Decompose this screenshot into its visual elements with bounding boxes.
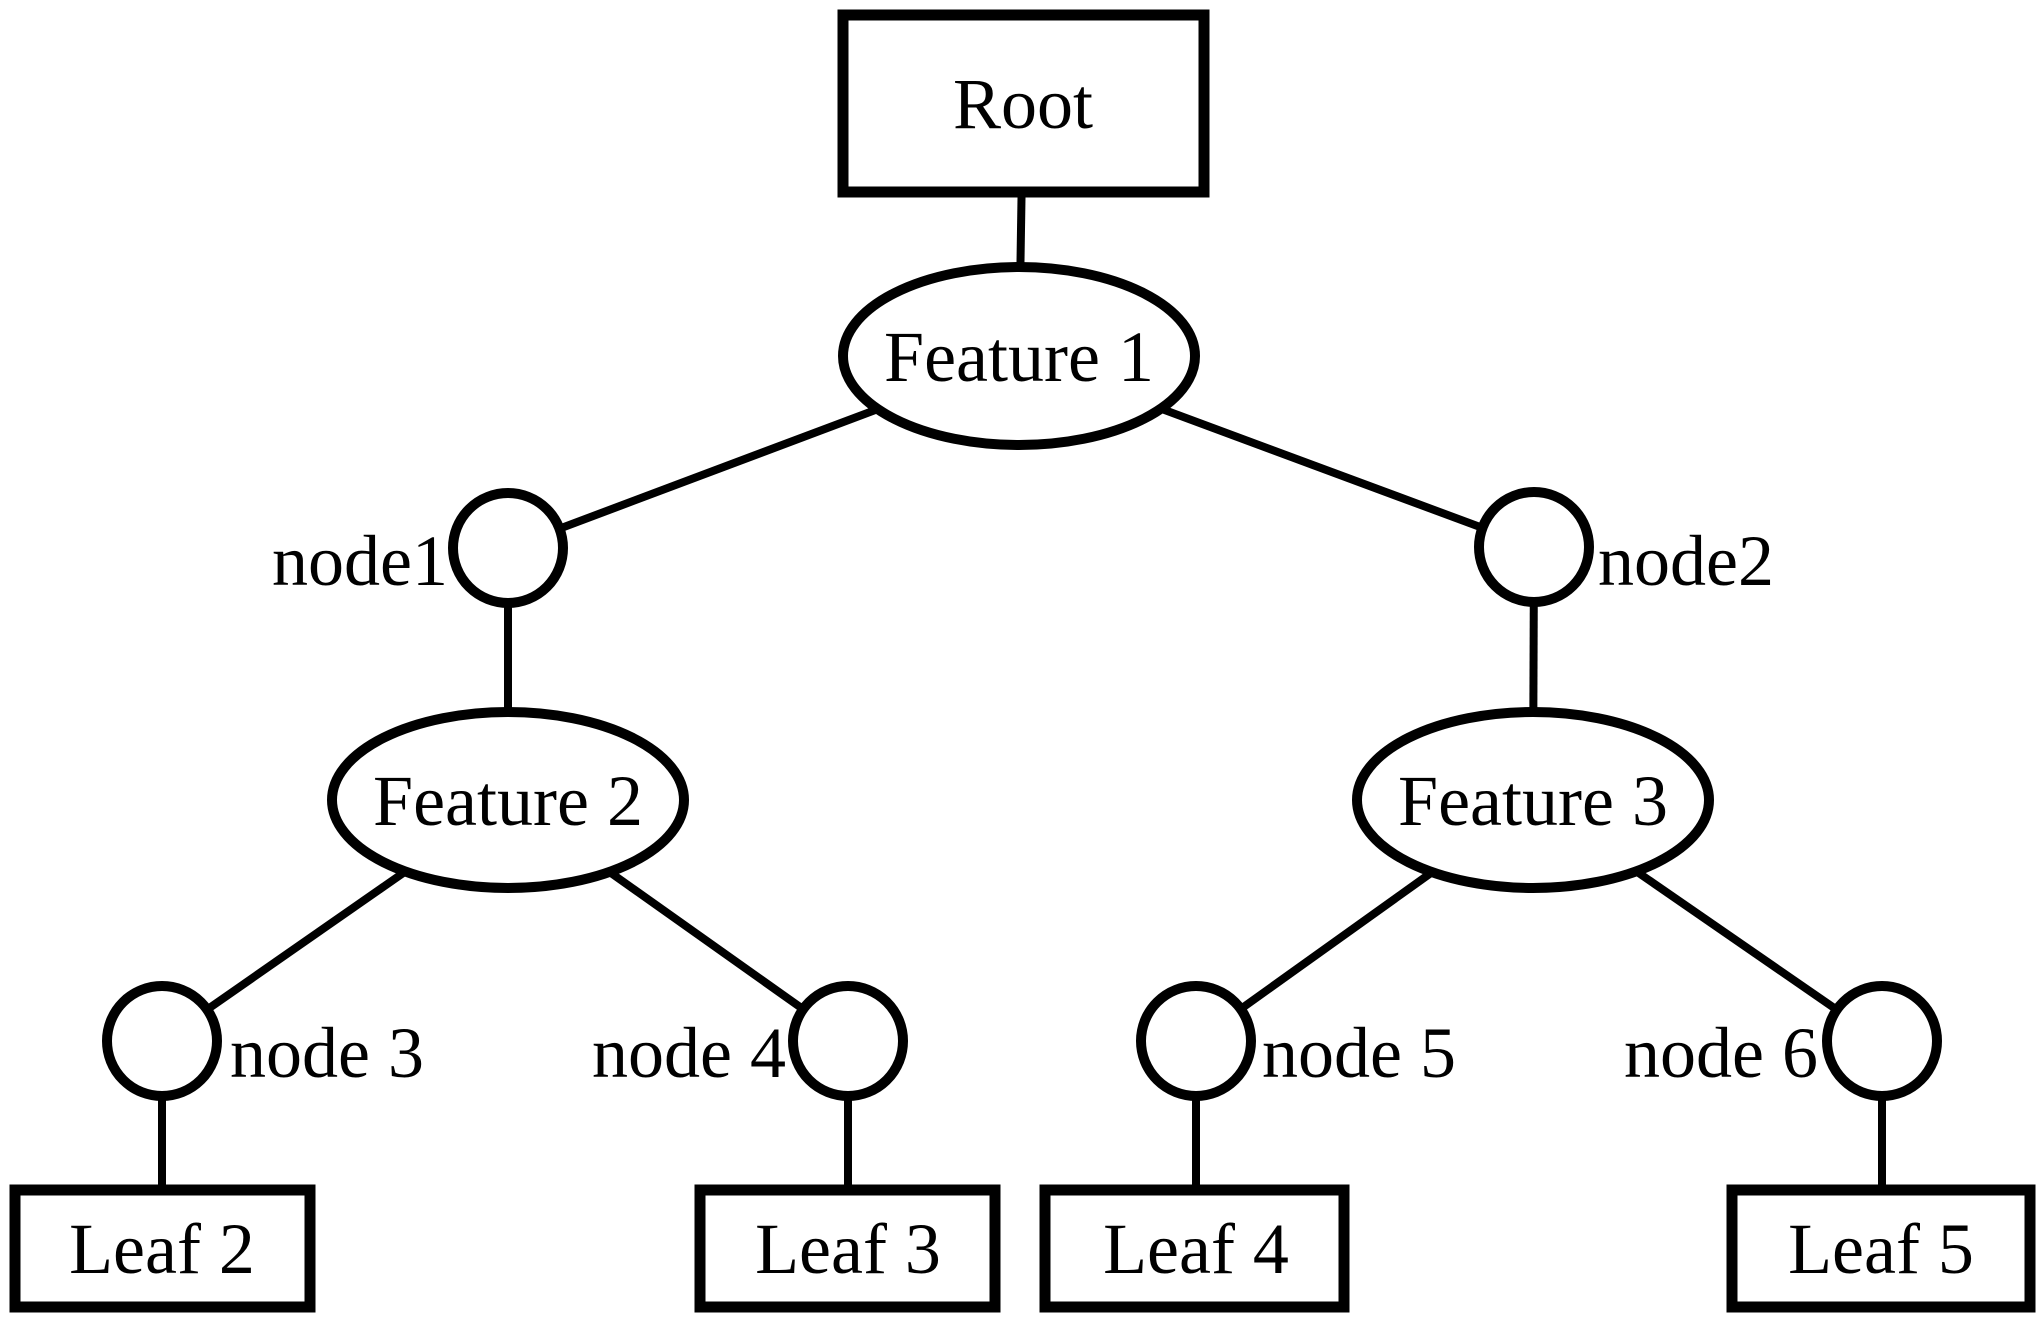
leaf4-box	[1039, 1184, 1350, 1313]
feature2-ellipse	[327, 707, 689, 893]
node1-circle	[448, 488, 568, 608]
feature1-ellipse	[838, 262, 1200, 450]
leaf3-box	[694, 1184, 1001, 1313]
node6-label: node 6	[1624, 1013, 1818, 1093]
node3-label: node 3	[230, 1013, 424, 1093]
node-labels: Root Feature 1 Feature 2 Feature 3 node1…	[69, 64, 1974, 1289]
node6-circle	[1822, 981, 1942, 1101]
leaf5-label: Leaf 5	[1788, 1209, 1974, 1289]
node3-circle	[102, 981, 222, 1101]
node5-circle	[1136, 981, 1256, 1101]
node-shapes	[9, 9, 2036, 1313]
leaf2-box	[9, 1184, 316, 1313]
node4-circle	[788, 981, 908, 1101]
leaf5-box	[1726, 1184, 2036, 1313]
root-box	[837, 9, 1210, 198]
feature3-ellipse	[1352, 707, 1714, 893]
node2-label: node2	[1598, 521, 1774, 601]
leaf3-label: Leaf 3	[755, 1209, 941, 1289]
root-label: Root	[953, 64, 1093, 144]
feature3-label: Feature 3	[1398, 761, 1668, 841]
node2-circle	[1474, 487, 1594, 607]
node1-label: node1	[272, 521, 448, 601]
node4-label: node 4	[592, 1013, 786, 1093]
leaf4-label: Leaf 4	[1103, 1209, 1289, 1289]
feature2-label: Feature 2	[373, 761, 643, 841]
node5-label: node 5	[1262, 1013, 1456, 1093]
feature1-label: Feature 1	[884, 317, 1154, 397]
leaf2-label: Leaf 2	[69, 1209, 255, 1289]
